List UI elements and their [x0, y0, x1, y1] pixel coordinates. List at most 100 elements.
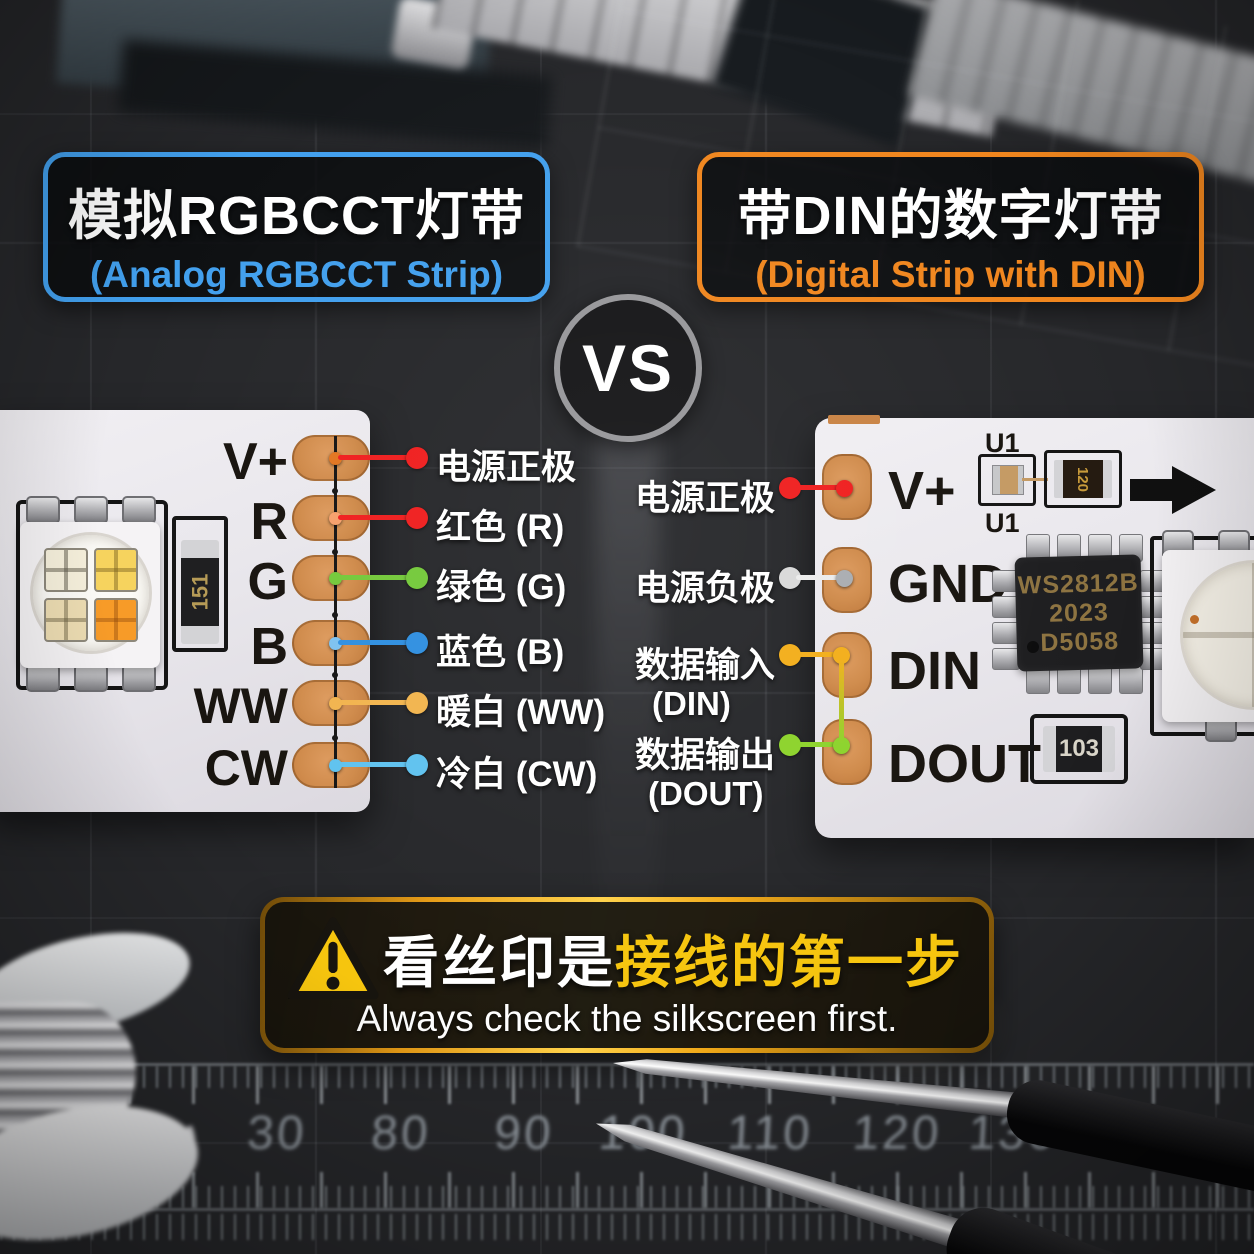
warning-banner-inner: 看丝印是接线的第一步 Always check the silkscreen f…: [265, 902, 989, 1048]
silk-via: [332, 672, 338, 678]
vs-badge: VS: [554, 294, 702, 442]
led-solder-tab: [74, 496, 108, 524]
silk-label-ww: WW: [193, 678, 288, 734]
arrow-shaft: [1130, 479, 1174, 501]
annotation-line: [338, 575, 410, 580]
solder-spool-photo: [0, 914, 266, 1254]
silk-label-cw: CW: [204, 740, 288, 796]
annotation-label: 电源负极: [634, 569, 775, 608]
chip-marking-line3: D5058: [1040, 626, 1120, 657]
annotation-line: [796, 742, 840, 747]
resistor-bottom-marking: 103: [1058, 735, 1100, 762]
ruler-ticks-minor-top: [0, 1066, 1254, 1088]
annotation-line: [796, 575, 840, 580]
resistor-top: 120: [1054, 460, 1112, 498]
banner-subtitle: Always check the silkscreen first.: [356, 998, 898, 1039]
silk-label-dout: DOUT: [888, 734, 1041, 794]
annotation-line: [338, 515, 410, 520]
led-solder-tab: [74, 664, 108, 692]
analog-title: 模拟RGBCCT灯带: [68, 186, 525, 246]
silk-label-r: R: [250, 493, 288, 551]
ruler-number: 120: [851, 1107, 943, 1160]
chip-pin: [992, 648, 1020, 670]
led-solder-tab: [26, 496, 60, 524]
light-beam: [596, 392, 660, 992]
annotation-label: 数据输入: [634, 646, 775, 685]
annotation-dot: [779, 644, 801, 666]
digital-led-outline: [1150, 536, 1254, 736]
annotation-label: 电源正极: [436, 448, 577, 487]
led-die-white: [44, 548, 88, 592]
annotation-line: [796, 652, 840, 657]
banner-title: 看丝印是接线的第一步: [383, 918, 963, 999]
connector-dot: [833, 737, 850, 754]
annotation-label: 红色 (R): [436, 508, 565, 547]
led-die-cream: [44, 598, 88, 642]
annotation-label: 电源正极: [634, 479, 775, 518]
silk-via: [332, 735, 338, 741]
annotation-line: [338, 640, 410, 645]
connector-dot: [836, 480, 853, 497]
led-solder-tab: [26, 664, 60, 692]
led-lens-dot: [1190, 615, 1199, 624]
silk-label-din: DIN: [888, 641, 981, 701]
ruler-number: 80: [369, 1107, 433, 1160]
digital-header-card: 带DIN的数字灯带 (Digital Strip with DIN): [697, 152, 1204, 302]
ws2812b-chip: WS2812B 2023 D5058: [1014, 554, 1144, 672]
annotation-dot: [406, 507, 428, 529]
vs-label: VS: [581, 331, 675, 405]
digital-subtitle: (Digital Strip with DIN): [755, 254, 1146, 295]
annotation-dot: [406, 447, 428, 469]
pad-dout: [822, 719, 872, 785]
led-die-yellow: [94, 548, 138, 592]
resistor-bottom-outline: [1030, 714, 1128, 784]
warning-banner: 看丝印是接线的第一步 Always check the silkscreen f…: [260, 897, 994, 1053]
capacitor-u1: [992, 465, 1024, 495]
chip-pin: [1119, 666, 1143, 694]
annotation-line: [338, 762, 410, 767]
annotation-label: 冷白 (CW): [436, 755, 598, 794]
silk-label-v-plus-digital: V+: [888, 461, 956, 521]
connector-dot: [833, 647, 850, 664]
annotation-sublabel: (DOUT): [648, 775, 764, 812]
annotation-label: 绿色 (G): [436, 568, 567, 607]
silk-via: [332, 488, 338, 494]
din-dout-link-line: [839, 658, 844, 744]
annotation-line: [338, 455, 410, 460]
led-die-orange: [94, 598, 138, 642]
annotation-dot: [406, 754, 428, 776]
silk-label-gnd: GND: [888, 554, 1008, 614]
ruler-ticks-minor-bottom: [0, 1186, 1254, 1208]
banner-title-plain: 看丝印是: [383, 931, 615, 994]
digital-title: 带DIN的数字灯带: [737, 186, 1164, 246]
annotation-dot: [406, 692, 428, 714]
analog-resistor-outline: [172, 516, 228, 652]
silk-via: [332, 549, 338, 555]
trace-cap-resistor: [1022, 478, 1048, 481]
annotation-dot: [779, 567, 801, 589]
chip-marking-line1: WS2812B: [1017, 567, 1140, 600]
chip-pin1-dot: [1027, 641, 1039, 653]
chip-pin: [1057, 666, 1081, 694]
annotation-dot: [779, 734, 801, 756]
warning-icon: [287, 917, 379, 1000]
copper-edge-notch: [828, 415, 880, 424]
resistor-top-marking: 120: [1074, 466, 1092, 492]
silk-label-b: B: [250, 618, 288, 676]
annotation-dot: [406, 632, 428, 654]
annotation-label: 暖白 (WW): [436, 693, 606, 732]
pad-din: [822, 632, 872, 698]
chip-pin: [1088, 666, 1112, 694]
analog-header-card: 模拟RGBCCT灯带 (Analog RGBCCT Strip): [43, 152, 550, 302]
led-solder-tab: [122, 664, 156, 692]
refdes-u1-bottom: U1: [985, 508, 1020, 538]
annotation-label: 蓝色 (B): [436, 633, 565, 672]
annotation-label: 数据输出: [634, 736, 775, 775]
annotation-dot: [779, 477, 801, 499]
silk-via: [332, 612, 338, 618]
silk-label-g: G: [247, 553, 288, 611]
analog-subtitle: (Analog RGBCCT Strip): [89, 254, 504, 295]
annotation-line: [338, 700, 410, 705]
resistor-top-outline: [1044, 450, 1122, 508]
